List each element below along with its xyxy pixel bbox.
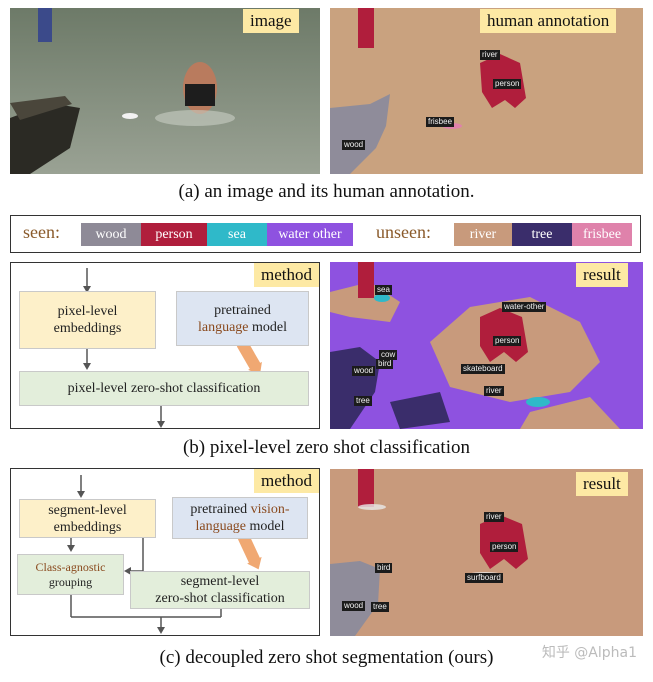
label-skateboard: skateboard <box>461 364 505 374</box>
language-model-box: pretrained language model <box>176 291 309 346</box>
language-word: language <box>197 319 249 335</box>
segment-classification-line2: zero-shot classification <box>155 591 285 606</box>
pixel-classification-text: pixel-level zero-shot classification <box>67 381 261 396</box>
method-tag-b: method <box>254 263 319 287</box>
language-word-c: language <box>195 519 247 534</box>
label-sea: sea <box>375 285 392 295</box>
result-photo-c <box>330 469 643 636</box>
legend-chip-tree: tree <box>512 223 572 246</box>
method-panel-b: method pixel-level embeddings pretrained… <box>10 262 320 429</box>
pixel-embeddings-box: pixel-level embeddings <box>19 291 156 349</box>
legend-chip-water-other: water other <box>267 223 353 246</box>
annotation-tag: human annotation <box>480 9 617 33</box>
label-water-other: water-other <box>502 302 547 312</box>
caption-a: (a) an image and its human annotation. <box>178 181 475 202</box>
model-word: model <box>248 319 288 335</box>
grouping-text: grouping <box>48 574 93 589</box>
caption-b: (b) pixel-level zero shot classification <box>182 437 470 458</box>
pixel-embeddings-line1: pixel-level <box>57 304 118 319</box>
label-tree-c: tree <box>371 602 389 612</box>
legend-chip-river: river <box>454 223 512 246</box>
label-frisbee: frisbee <box>426 117 455 127</box>
label-wood-b: wood <box>352 366 376 376</box>
label-person: person <box>493 79 522 89</box>
label-river-b: river <box>484 386 504 396</box>
result-tag-c: result <box>576 472 628 496</box>
model-word-c: model <box>246 519 285 534</box>
class-agnostic-text: Class-agnostic <box>35 559 106 574</box>
legend-chip-sea: sea <box>207 223 267 246</box>
pretrained-word: pretrained <box>190 502 251 517</box>
seen-label: seen: <box>23 222 60 242</box>
legend-chip-wood: wood <box>81 223 141 246</box>
input-photo <box>10 8 320 174</box>
segment-classification-line1: segment-level <box>180 574 260 589</box>
label-person-b: person <box>493 336 522 346</box>
method-tag-c: method <box>254 469 319 493</box>
unseen-label: unseen: <box>376 222 431 242</box>
segment-embeddings-line2: embeddings <box>53 519 122 535</box>
caption-c: (c) decoupled zero shot segmentation (ou… <box>159 647 494 668</box>
flow-arrows-c <box>67 475 262 634</box>
label-wood-c: wood <box>342 601 366 611</box>
label-bird-c: bird <box>375 563 393 573</box>
legend-chip-person: person <box>141 223 207 246</box>
class-legend: seen: wood person sea water other unseen… <box>10 215 641 253</box>
method-panel-c: method segment-level embeddings pretrain… <box>10 468 320 636</box>
label-river: river <box>480 50 500 60</box>
flow-arrows-b <box>83 268 262 428</box>
result-tag-b: result <box>576 263 628 287</box>
label-tree-b: tree <box>354 396 372 406</box>
vision-language-model-box: pretrained vision- language model <box>172 497 308 539</box>
label-bird-b: bird <box>376 359 394 369</box>
segment-classification-box: segment-level zero-shot classification <box>130 571 310 609</box>
grouping-box: Class-agnostic grouping <box>17 554 124 595</box>
legend-chip-frisbee: frisbee <box>572 223 632 246</box>
watermark: 知乎 @Alpha1 <box>541 645 637 661</box>
vision-word: vision- <box>250 502 290 517</box>
segment-embeddings-box: segment-level embeddings <box>19 499 156 538</box>
pixel-embeddings-line2: embeddings <box>53 321 122 336</box>
label-river-c: river <box>484 512 504 522</box>
pixel-classification-box: pixel-level zero-shot classification <box>19 371 309 406</box>
label-surfboard: surfboard <box>465 573 503 583</box>
segment-embeddings-line1: segment-level <box>48 502 127 518</box>
label-person-c: person <box>490 542 519 552</box>
image-tag: image <box>243 9 299 33</box>
label-wood: wood <box>342 140 366 150</box>
annotation-photo <box>330 8 643 174</box>
label-cow: cow <box>379 350 398 360</box>
language-model-line1: pretrained <box>214 302 271 318</box>
